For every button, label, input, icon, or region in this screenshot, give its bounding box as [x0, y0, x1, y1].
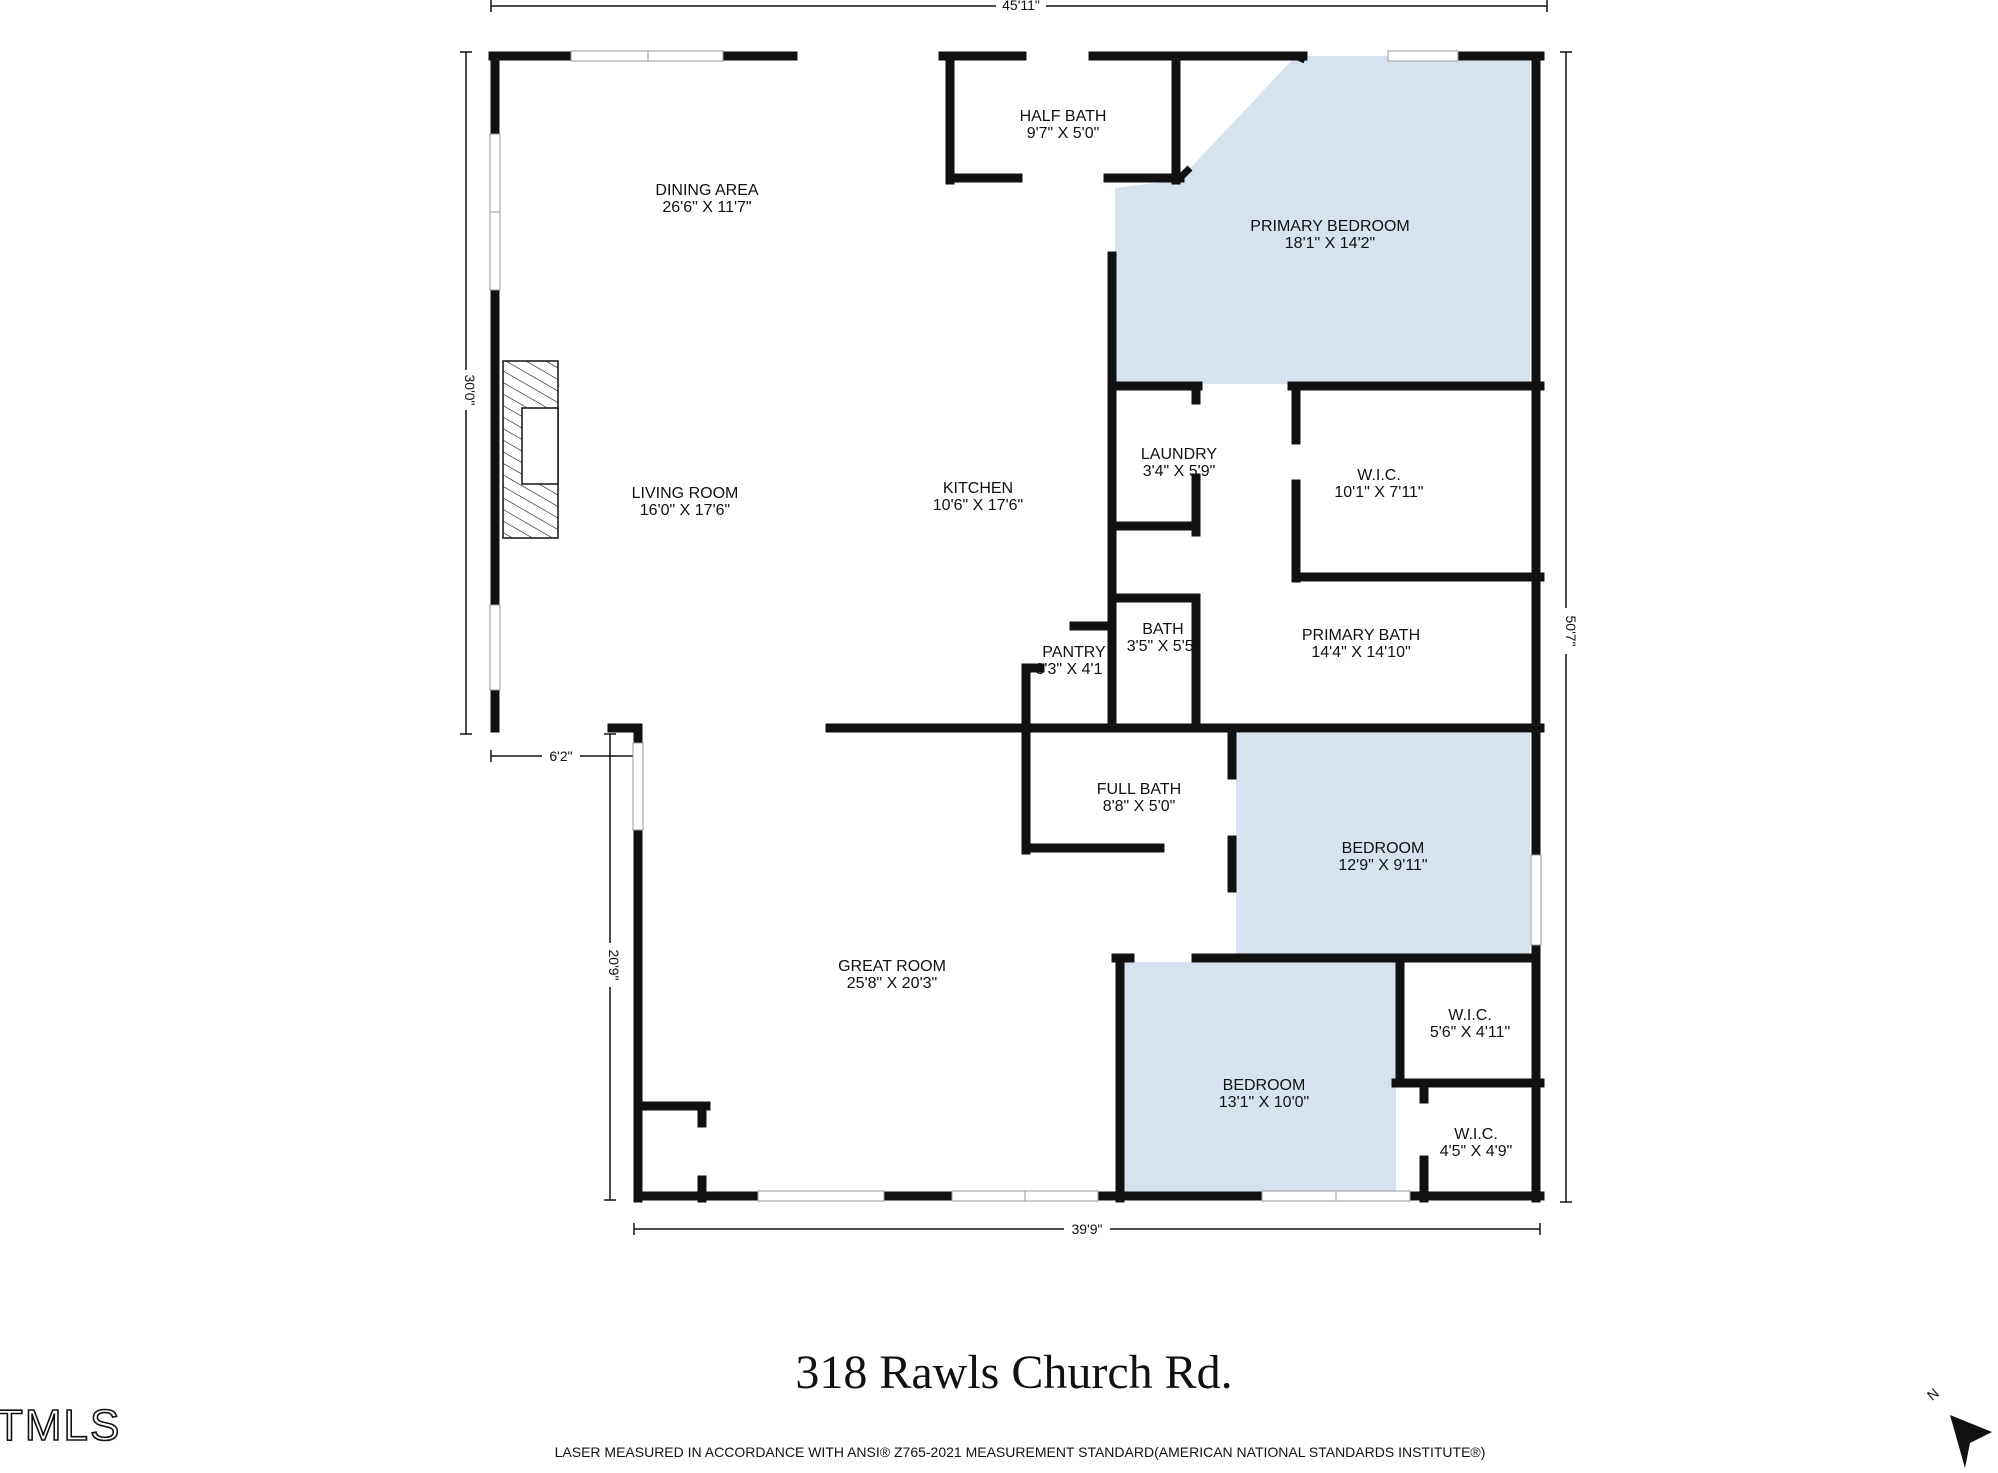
room-size: 16'0" X 17'6": [640, 502, 730, 519]
bedroom-east-fill: [1236, 733, 1530, 955]
room-size: 13'1" X 10'0": [1219, 1094, 1309, 1111]
room-name: PRIMARY BEDROOM: [1250, 218, 1409, 235]
primary-bedroom-fill: [1115, 56, 1530, 384]
measurement-standard-note: LASER MEASURED IN ACCORDANCE WITH ANSI® …: [555, 1444, 1486, 1460]
dimension-top: 45'11": [1002, 0, 1040, 13]
room-name: FULL BATH: [1097, 781, 1181, 798]
north-arrow-icon: N: [1924, 1385, 1992, 1468]
room-name: DINING AREA: [655, 182, 758, 199]
room-size: 5'6" X 4'11": [1430, 1024, 1510, 1041]
room-size: 8'8" X 5'0": [1103, 798, 1176, 815]
room-name: PANTRY: [1042, 644, 1106, 661]
dimension-right: 50'7": [1563, 615, 1579, 646]
dimension-lower-left: 20'9": [606, 949, 622, 980]
room-name: BEDROOM: [1342, 840, 1425, 857]
windows: [489, 50, 1542, 1202]
room-name: PRIMARY BATH: [1302, 627, 1420, 644]
room-labels: DINING AREA 26'6" X 11'7" HALF BATH 9'7"…: [632, 108, 1513, 1160]
room-size: 25'8" X 20'3": [847, 975, 937, 992]
compass-letter: N: [1924, 1385, 1942, 1404]
diagonal-wall: [1173, 52, 1307, 185]
room-name: HALF BATH: [1020, 108, 1107, 125]
room-size: 12'9" X 9'11": [1338, 857, 1427, 874]
room-name: LAUNDRY: [1141, 446, 1218, 463]
dimension-bottom: 39'9": [1071, 1221, 1102, 1237]
room-size: 3'3" X 4'1: [1036, 661, 1103, 678]
room-name: LIVING ROOM: [632, 485, 739, 502]
room-name: GREAT ROOM: [838, 958, 946, 975]
room-size: 14'4" X 14'10": [1311, 644, 1410, 661]
bedroom-south-fill: [1120, 962, 1396, 1192]
dimension-labels: 45'11" 30'0" 50'7" 6'2" 20'9" 39'9": [459, 0, 1579, 1238]
dimension-left: 30'0": [462, 374, 478, 405]
room-name: BATH: [1142, 621, 1183, 638]
room-size: 9'7" X 5'0": [1027, 125, 1100, 142]
room-name: W.I.C.: [1448, 1007, 1492, 1024]
room-size: 4'5" X 4'9": [1440, 1143, 1513, 1160]
mls-logo: TMLS: [0, 1401, 121, 1450]
room-size: 18'1" X 14'2": [1285, 235, 1375, 252]
dimension-ell-width: 6'2": [549, 748, 572, 764]
room-name: W.I.C.: [1454, 1126, 1498, 1143]
room-name: BEDROOM: [1223, 1077, 1306, 1094]
room-size: 10'6" X 17'6": [933, 497, 1023, 514]
fireplace: [502, 360, 559, 539]
property-address: 318 Rawls Church Rd.: [795, 1346, 1232, 1399]
room-name: KITCHEN: [943, 480, 1013, 497]
room-size: 3'4" X 5'9": [1143, 463, 1216, 480]
room-name: W.I.C.: [1357, 467, 1401, 484]
room-size: 10'1" X 7'11": [1334, 484, 1423, 501]
room-size: 26'6" X 11'7": [662, 199, 751, 216]
room-size: 3'5" X 5'5": [1127, 638, 1200, 655]
walls: [488, 51, 1545, 1203]
